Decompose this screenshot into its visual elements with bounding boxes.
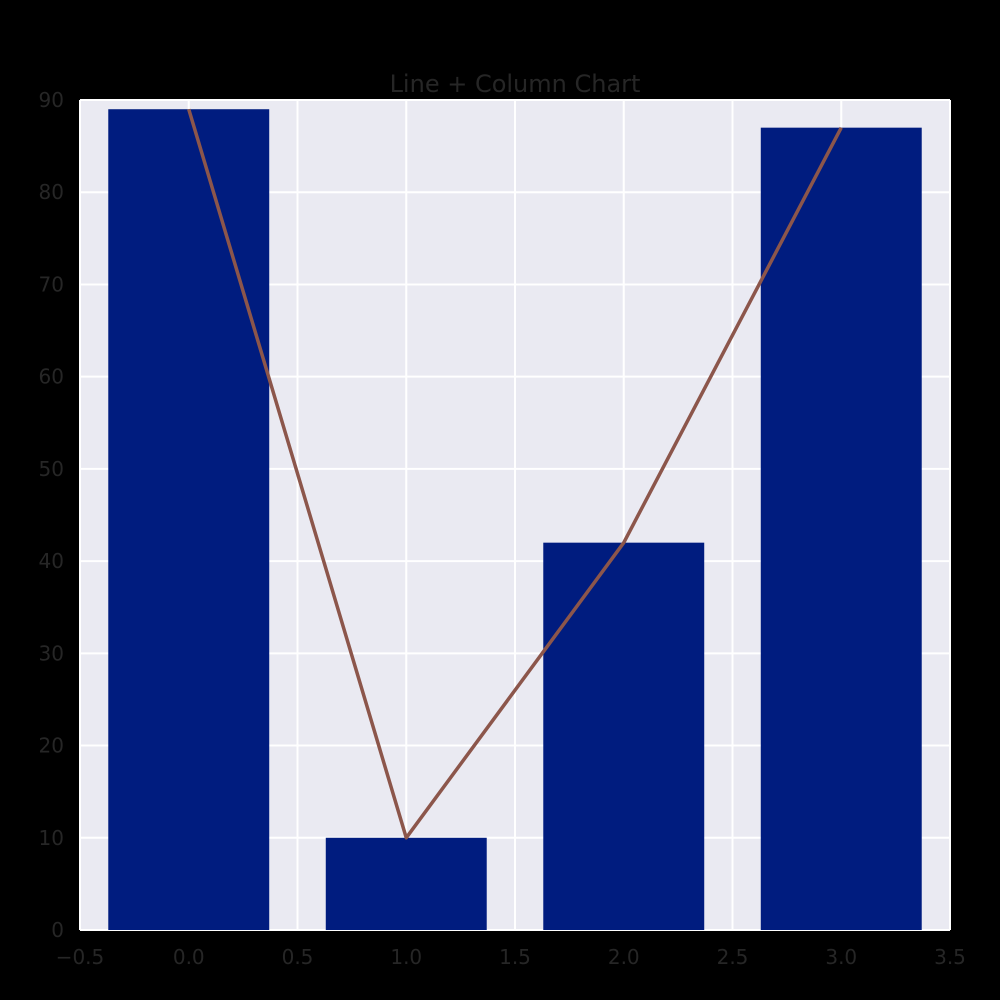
y-tick-label: 90 [39, 88, 64, 112]
y-tick-label: 10 [39, 826, 64, 850]
line-path [187, 108, 843, 840]
y-tick-label: 0 [51, 918, 64, 942]
x-tick-label: 1.5 [499, 945, 531, 969]
x-tick-label: 3.0 [825, 945, 857, 969]
y-tick-label: 40 [39, 549, 64, 573]
y-tick-label: 50 [39, 457, 64, 481]
bar [543, 542, 705, 930]
bar [108, 109, 270, 930]
x-tick-label: 3.5 [934, 945, 966, 969]
line-series [187, 108, 843, 840]
bar-series [108, 109, 922, 930]
y-tick-label: 20 [39, 734, 64, 758]
y-tick-label: 70 [39, 272, 64, 296]
chart-title: Line + Column Chart [390, 70, 641, 98]
bar [325, 837, 487, 930]
x-axis-ticks: −0.5 0.0 0.5 1.0 1.5 2.0 2.5 3.0 3.5 [56, 945, 966, 969]
x-tick-label: 2.0 [608, 945, 640, 969]
y-tick-label: 80 [39, 180, 64, 204]
bar [760, 127, 922, 930]
x-tick-label: 1.0 [390, 945, 422, 969]
x-tick-label: 2.5 [717, 945, 749, 969]
y-tick-label: 30 [39, 641, 64, 665]
x-tick-label: −0.5 [56, 945, 105, 969]
y-axis-ticks: 0 10 20 30 40 50 60 70 80 90 [39, 88, 64, 942]
x-tick-label: 0.0 [173, 945, 205, 969]
x-tick-label: 0.5 [282, 945, 314, 969]
y-tick-label: 60 [39, 365, 64, 389]
